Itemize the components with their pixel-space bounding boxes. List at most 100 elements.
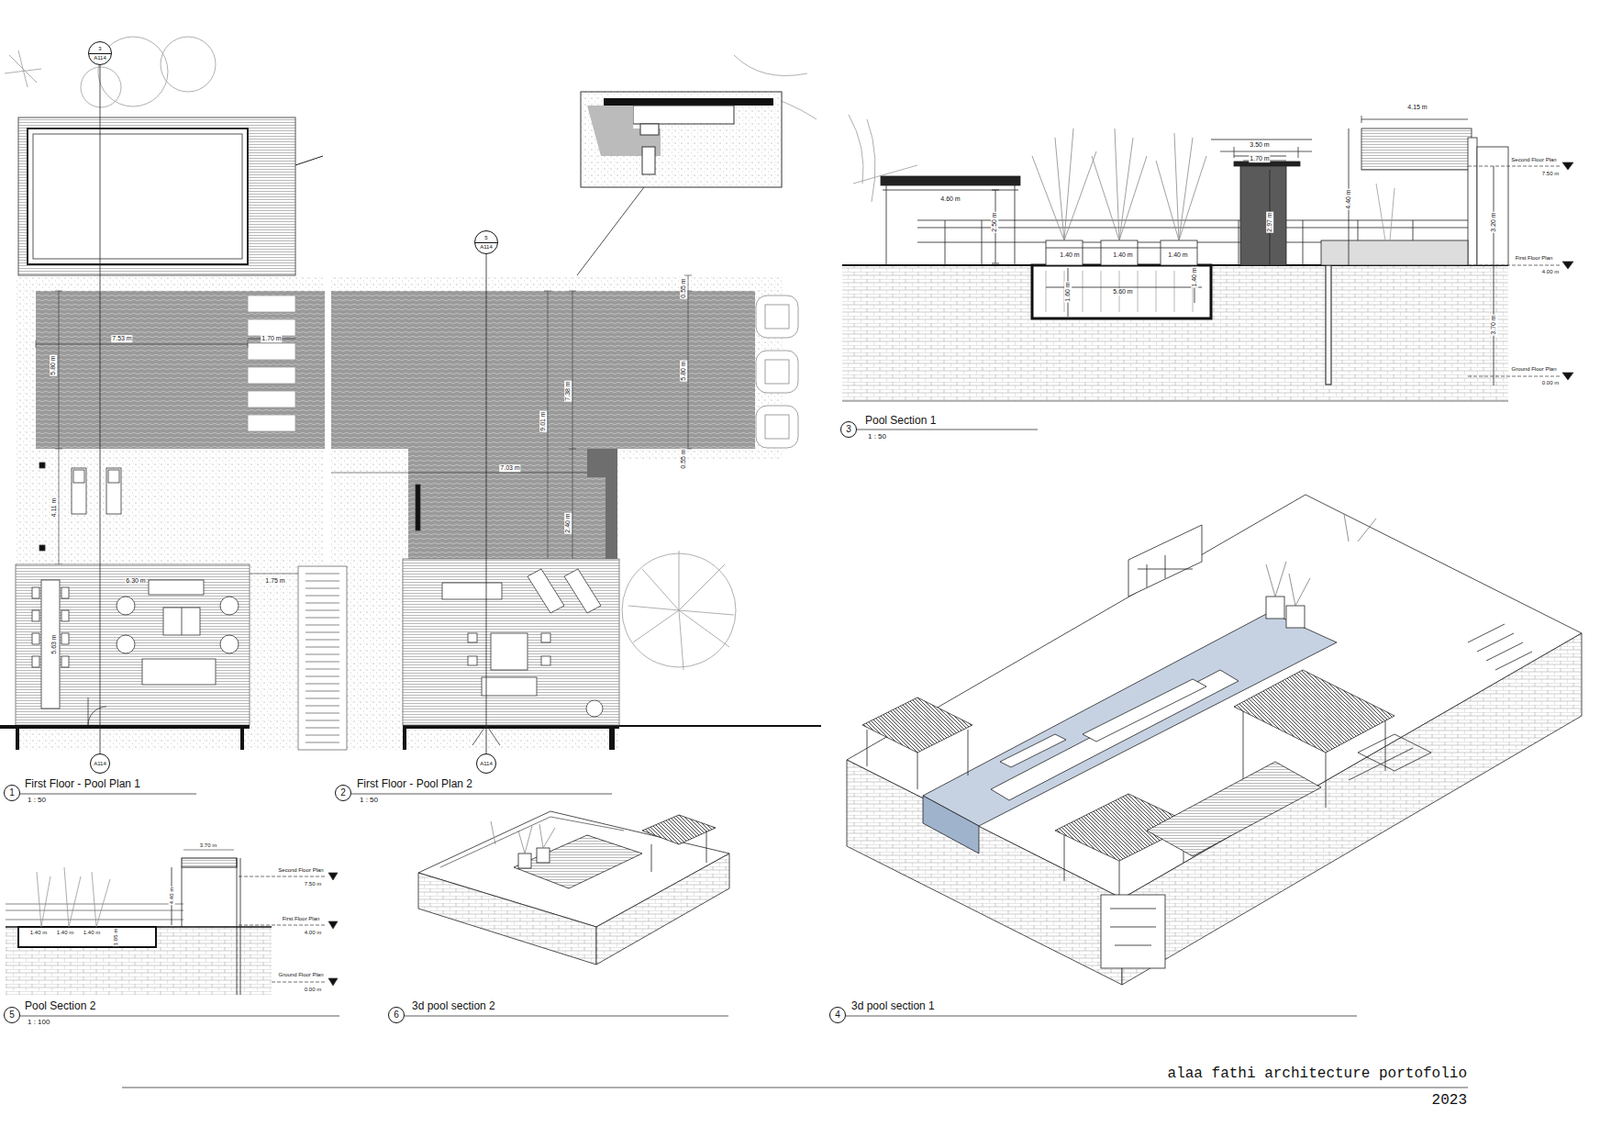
loungers: [39, 462, 122, 551]
section-1-structures-part: [886, 185, 888, 266]
dimension-text: 4.15 m: [1406, 103, 1428, 112]
lounge-plan-2-part: [472, 724, 487, 745]
iso-section-2-part: [440, 816, 624, 867]
iso-section-1-part: [1110, 908, 1156, 945]
upper-pool: [18, 117, 323, 276]
section-1-structures-part: [848, 114, 918, 202]
view-number: 5: [3, 1006, 21, 1023]
view-title-lines-part: [20, 793, 197, 795]
iso-section-2-part: [536, 847, 550, 863]
marker-text: A114: [479, 244, 493, 250]
dimension-text: 1.75 m: [264, 577, 286, 585]
lounge-plan-1-part: [142, 658, 216, 685]
footer-text: 2023: [1432, 1092, 1467, 1110]
dimension-text: 4.60 m: [939, 195, 961, 203]
lounge-plan-1-part: [116, 596, 135, 615]
level-markers-part: [1467, 166, 1560, 167]
upper-pool-part: [33, 133, 243, 259]
marker-text: A114: [479, 760, 493, 767]
dimension-text: 2.97 m: [1266, 211, 1274, 233]
level-markers-part: [328, 921, 338, 929]
tree-symbols-part: [628, 550, 734, 670]
section-1-structures-part: [1361, 128, 1472, 170]
stepping-stones-part: [247, 295, 296, 312]
scale-text: 1 : 50: [27, 796, 46, 805]
marker-text: A114: [93, 55, 107, 61]
planter-pads-part: [765, 414, 789, 439]
section-1-structures-part: [1045, 247, 1202, 317]
level-label: First Floor Plan: [1514, 255, 1555, 262]
lounge-plan-2-part: [486, 724, 500, 745]
iso-section-2-part: [490, 821, 556, 854]
dimension-lines-part: [568, 290, 577, 449]
lounge-plan-1-part: [220, 596, 239, 615]
building-wall-part: [402, 724, 620, 729]
marker-divider: [475, 242, 498, 244]
section-marker: A114: [89, 753, 111, 774]
lounge-plan-2-part: [490, 633, 528, 670]
section-marker: 5A114: [474, 230, 499, 255]
lounge-plan-1-part: [61, 587, 69, 599]
level-label: 4.00 m: [303, 929, 323, 936]
lounge-plan-1-part: [32, 633, 40, 645]
section-1-structures-part: [1014, 185, 1016, 266]
lounge-plan-2-part: [402, 558, 620, 725]
view-title-lines-part: [20, 1015, 340, 1017]
level-markers-part: [1467, 265, 1560, 267]
level-label: Second Floor Plan: [277, 866, 324, 874]
view-number: 3: [840, 421, 857, 438]
level-label: 0.00 m: [303, 986, 323, 993]
dimension-text: 9.01 m: [539, 410, 547, 432]
section-1-ground-part: [1325, 265, 1332, 385]
kitchen-inset-part: [580, 91, 782, 188]
dimension-text: 5.80 m: [49, 354, 57, 376]
dimension-text: 5.63 m: [50, 633, 58, 655]
level-markers-part: [1562, 261, 1574, 269]
callout-number: 3: [845, 424, 852, 435]
scale-text: 1 : 100: [27, 1018, 50, 1027]
view-title-lines-part: [122, 1087, 1468, 1089]
level-label: 0.00 m: [1541, 379, 1560, 387]
dimension-text: 1.40 m: [1166, 251, 1189, 259]
level-markers-part: [1562, 372, 1574, 380]
section-cut-lines-part: [100, 64, 101, 755]
dimension-lines-part: [331, 472, 588, 474]
lounge-plan-1-part: [181, 607, 183, 635]
level-markers-part: [1562, 162, 1574, 170]
section-2-part: [36, 866, 111, 927]
dimension-text: 1.40 m: [82, 929, 101, 936]
planter-pads-part: [755, 295, 799, 338]
building-wall-part: [402, 728, 407, 750]
section-1-structures-part: [1348, 128, 1494, 386]
dimension-text: 3.20 m: [1489, 211, 1498, 233]
level-label: 4.00 m: [1541, 268, 1560, 276]
lounge-plan-2-part: [586, 700, 603, 717]
lounge-plan-1-part: [220, 634, 239, 654]
level-label: 7.50 m: [303, 880, 323, 888]
paving-part: [331, 275, 783, 750]
stepping-stones-part: [247, 319, 296, 336]
loungers-part: [106, 467, 122, 514]
lounge-plan-2-part: [541, 633, 551, 643]
lounge-plan-2-part: [467, 633, 478, 643]
lounge-plan-1-part: [148, 579, 204, 595]
iso-section-1-part: [1467, 623, 1533, 670]
tree-symbols-part: [4, 50, 42, 88]
dimension-text: 4.40 m: [1344, 188, 1353, 210]
iso-section-1-part: [1137, 555, 1193, 588]
view-title: Pool Section 2: [24, 1000, 96, 1012]
view-title: 3d pool section 1: [851, 1000, 935, 1012]
callout-number: 2: [340, 788, 346, 799]
marker-text: 5: [484, 234, 488, 241]
lounge-plan-2-part: [415, 484, 421, 531]
callout-number: 4: [834, 1010, 841, 1021]
lounge-plan-2-part: [541, 655, 551, 666]
loungers-part: [39, 462, 45, 468]
kitchen-inset-part: [603, 98, 774, 106]
tree-symbols-part: [160, 36, 216, 92]
stepping-stones-part: [247, 414, 296, 432]
iso-section-1-part: [1266, 513, 1377, 606]
lounge-plan-1-part: [32, 610, 40, 622]
loungers-part: [39, 544, 45, 551]
